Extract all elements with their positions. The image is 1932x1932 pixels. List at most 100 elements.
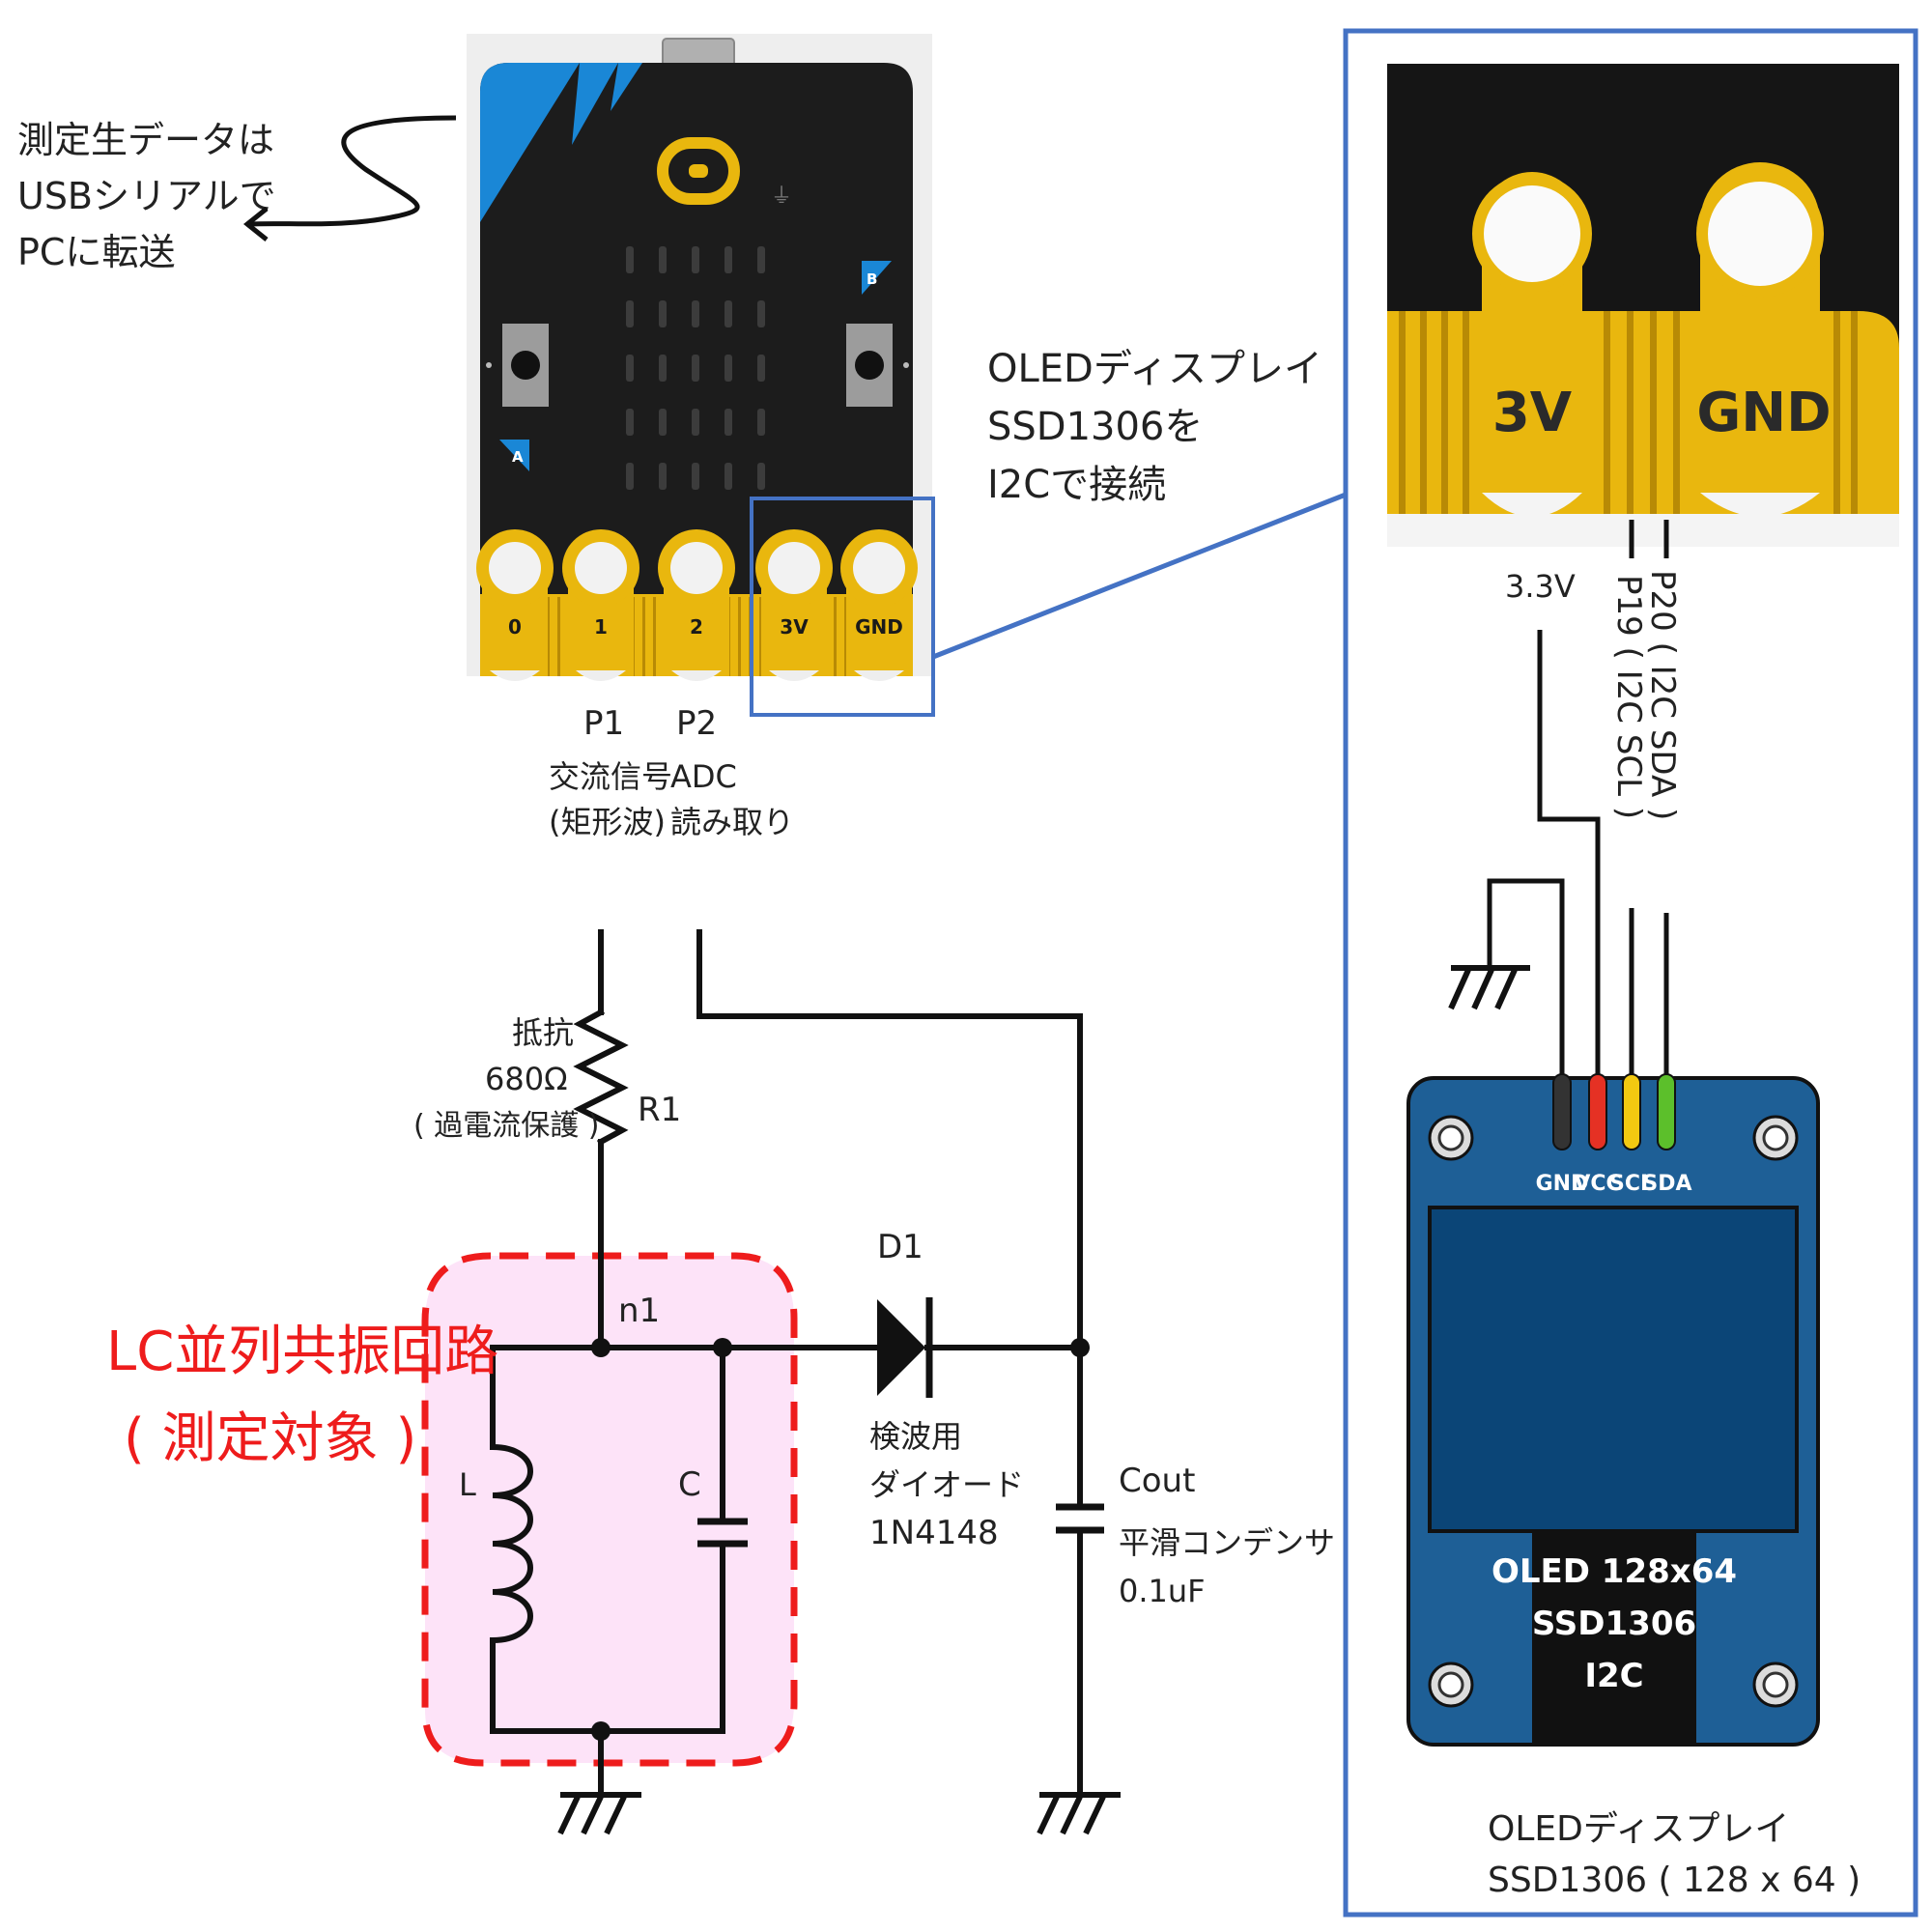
edge-pad-2[interactable]: 2 [658, 529, 735, 681]
oled-module: GND VCC SCL SDA OLED 128x64 SSD1306 I2C … [1406, 1073, 1861, 1900]
edge-tooth [759, 597, 762, 676]
oled-screen [1428, 1206, 1799, 1533]
zoom-edge-tooth [1833, 311, 1840, 514]
led [626, 409, 634, 436]
led [757, 246, 765, 273]
led [757, 409, 765, 436]
zoom-detail: 3V GND 3.3V P20 ( I2C SDA ) P19 ( I2C SC… [1387, 64, 1899, 1077]
ground-cout-hatch [1037, 1795, 1106, 1835]
microphone-icon: ⏚ [771, 185, 792, 209]
touch-logo-center [689, 164, 708, 178]
led [692, 246, 699, 273]
wire-gnd-oled [1487, 878, 1565, 1077]
wire-3v3-vcc [1537, 630, 1601, 1077]
button-b-screw [903, 362, 909, 368]
button-a-cap [511, 351, 540, 380]
edge-pad-3v[interactable]: 3V [755, 529, 833, 681]
usb-wavy-arrow [248, 115, 457, 227]
oled-caption1: OLEDディスプレイ [1488, 1809, 1789, 1849]
oled-mounting-holes [1428, 1115, 1799, 1708]
led [724, 409, 732, 436]
p2-desc2: 読み取り [670, 804, 794, 840]
edge-pad-1[interactable]: 1 [562, 529, 639, 681]
button-b-label: B [867, 270, 877, 288]
button-b-marker [862, 261, 892, 295]
button-b-cap [855, 351, 884, 380]
oled-label3: I2C [1584, 1657, 1643, 1695]
led [626, 355, 634, 382]
circuit: 抵抗 680Ω ( 過電流保護 ) R1 n1 LC並列共振回路 ( 測定対象 … [106, 929, 1335, 1835]
lc-note: ( 測定対象 ) [124, 1407, 416, 1470]
zoom-edge-tooth [1673, 311, 1680, 514]
led [724, 355, 732, 382]
zoom-edge-tooth [1463, 311, 1469, 514]
zoom-edge-tooth [1851, 311, 1858, 514]
button-a-label: A [512, 448, 524, 466]
lc-title: LC並列共振回路 [106, 1321, 498, 1383]
mounting-hole-center [1437, 1124, 1464, 1151]
r1-name: R1 [638, 1091, 681, 1129]
led-matrix [626, 246, 765, 490]
r1-value: 680Ω [485, 1061, 568, 1097]
led [692, 463, 699, 490]
diode-desc3: 1N4148 [869, 1514, 999, 1552]
oled-pin-scl[interactable] [1622, 1073, 1641, 1151]
oled-label2: SSD1306 [1532, 1605, 1696, 1643]
edge-pads: 0 1 2 3V GND [476, 529, 918, 681]
oled-note-line2: SSD1306を [987, 405, 1203, 449]
edge-pad-label: 3V [780, 615, 809, 639]
led [757, 300, 765, 327]
led [692, 355, 699, 382]
edge-pad-label: 2 [690, 615, 703, 639]
cout-desc2: 0.1uF [1119, 1573, 1206, 1609]
zoom-edge-tooth [1399, 311, 1406, 514]
zoom-pad-gnd-notch [1700, 493, 1820, 517]
zoom-edge-corner-gold [1859, 311, 1899, 514]
node-gnd-dot [591, 1721, 611, 1741]
node-c-dot [713, 1338, 732, 1357]
zoom-ground-hatch [1448, 968, 1518, 1010]
led [659, 355, 667, 382]
mounting-hole-center [1437, 1671, 1464, 1698]
zoom-3v3-label: 3.3V [1505, 568, 1576, 605]
ground-lc-hatch [557, 1795, 627, 1835]
edge-tooth [547, 597, 550, 676]
oled-pin-vcc-label: VCC [1574, 1172, 1621, 1196]
zoom-edge-tooth [1604, 311, 1610, 514]
oled-label1: OLED 128x64 [1492, 1552, 1737, 1591]
edge-tooth [642, 597, 645, 676]
edge-pad-label: 1 [594, 615, 608, 639]
oled-label-panel [1532, 1531, 1696, 1744]
led [659, 463, 667, 490]
led [626, 246, 634, 273]
led [724, 246, 732, 273]
r1-note: ( 過電流保護 ) [413, 1109, 599, 1143]
zoom-edge-tooth [1420, 311, 1427, 514]
oled-pin-scl-label: SCL [1609, 1172, 1654, 1196]
edge-pad-gnd[interactable]: GND [840, 529, 918, 681]
usb-note-line3: PCに転送 [17, 231, 175, 273]
resistor-r1 [573, 1008, 629, 1147]
edge-tooth [834, 597, 837, 676]
led [659, 246, 667, 273]
node-out-dot [1070, 1338, 1090, 1357]
pin-highlight-box [750, 497, 935, 717]
led [724, 463, 732, 490]
wire-p2 [696, 929, 1083, 1510]
oled-note: OLEDディスプレイ SSD1306を I2Cで接続 [987, 347, 1322, 507]
led [626, 463, 634, 490]
zoom-edge-tooth [1627, 311, 1634, 514]
p2-desc1: ADC [670, 758, 737, 795]
oled-pin-sda[interactable] [1657, 1073, 1676, 1151]
usb-arrow-head [242, 207, 269, 242]
edge-pad-0[interactable]: 0 [476, 529, 554, 681]
led [659, 300, 667, 327]
led [757, 355, 765, 382]
diode-name: D1 [877, 1228, 923, 1266]
edge-tooth [557, 597, 560, 676]
zoom-pad-3v-notch [1482, 493, 1582, 517]
oled-pin-vcc[interactable] [1588, 1073, 1607, 1151]
oled-pin-gnd[interactable] [1552, 1073, 1572, 1151]
button-a-marker [499, 440, 529, 471]
